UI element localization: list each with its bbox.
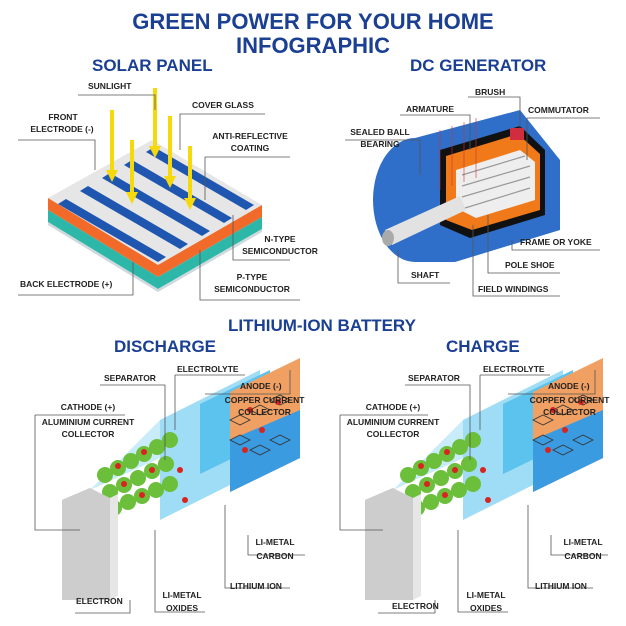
label-p-type-1: P-TYPE xyxy=(236,272,268,282)
charge-label-electrolyte: ELECTROLYTE xyxy=(483,364,545,374)
label-armature: ARMATURE xyxy=(406,104,455,114)
label-front-electrode-2: ELECTRODE (-) xyxy=(30,124,94,134)
label-sunlight: SUNLIGHT xyxy=(88,81,132,91)
main-title-line1: GREEN POWER FOR YOUR HOME xyxy=(132,9,494,34)
discharge-label-li-carbon-2: CARBON xyxy=(256,551,294,561)
discharge-label-li-carbon-1: LI-METAL xyxy=(255,537,295,547)
label-n-type-2: SEMICONDUCTOR xyxy=(242,246,318,256)
discharge-label-li-oxides-1: LI-METAL xyxy=(162,590,202,600)
discharge-label-copper-2: COLLECTOR xyxy=(238,407,291,417)
discharge-label-lithium-ion: LITHIUM ION xyxy=(230,581,282,591)
charge-label-copper-1: COPPER CURRENT xyxy=(529,395,610,405)
label-n-type-1: N-TYPE xyxy=(264,234,296,244)
discharge-label-electron: ELECTRON xyxy=(76,596,123,606)
discharge-label-aluminium-1: ALUMINIUM CURRENT xyxy=(41,417,135,427)
label-field-windings: FIELD WINDINGS xyxy=(478,284,549,294)
discharge-label-electrolyte: ELECTROLYTE xyxy=(177,364,239,374)
discharge-label-separator: SEPARATOR xyxy=(104,373,156,383)
charge-label-copper-2: COLLECTOR xyxy=(543,407,596,417)
charge-heading: CHARGE xyxy=(446,337,520,356)
charge-label-aluminium-1: ALUMINIUM CURRENT xyxy=(346,417,440,427)
charge-label-aluminium-2: COLLECTOR xyxy=(366,429,420,439)
label-frame-yoke: FRAME OR YOKE xyxy=(520,237,592,247)
charge-label-li-carbon-2: CARBON xyxy=(564,551,602,561)
battery-heading: LITHIUM-ION BATTERY xyxy=(228,316,416,335)
charge-label-anode: ANODE (-) xyxy=(548,381,590,391)
label-commutator: COMMUTATOR xyxy=(528,105,589,115)
dc-generator-heading: DC GENERATOR xyxy=(410,56,547,75)
discharge-heading: DISCHARGE xyxy=(114,337,217,356)
label-sealed-ball-2: BEARING xyxy=(360,139,400,149)
label-cover-glass: COVER GLASS xyxy=(192,100,254,110)
charge-label-li-carbon-1: LI-METAL xyxy=(563,537,603,547)
label-anti-reflective-1: ANTI-REFLECTIVE xyxy=(212,131,288,141)
discharge-label-copper-1: COPPER CURRENT xyxy=(224,395,305,405)
discharge-label-anode: ANODE (-) xyxy=(240,381,282,391)
label-brush: BRUSH xyxy=(475,87,506,97)
main-title-line2: INFOGRAPHIC xyxy=(236,33,390,58)
discharge-label-li-oxides-2: OXIDES xyxy=(165,603,199,613)
label-front-electrode-1: FRONT xyxy=(48,112,78,122)
label-anti-reflective-2: COATING xyxy=(230,143,270,153)
charge-label-separator: SEPARATOR xyxy=(408,373,460,383)
label-p-type-2: SEMICONDUCTOR xyxy=(214,284,290,294)
charge-label-lithium-ion: LITHIUM ION xyxy=(535,581,587,591)
label-sealed-ball-1: SEALED BALL xyxy=(350,127,410,137)
charge-label-electron: ELECTRON xyxy=(392,601,439,611)
label-back-electrode: BACK ELECTRODE (+) xyxy=(20,279,113,289)
discharge-label-cathode: CATHODE (+) xyxy=(60,402,116,412)
label-shaft: SHAFT xyxy=(411,270,440,280)
charge-label-li-oxides-2: OXIDES xyxy=(469,603,503,613)
label-pole-shoe: POLE SHOE xyxy=(505,260,555,270)
discharge-label-aluminium-2: COLLECTOR xyxy=(61,429,115,439)
charge-label-cathode: CATHODE (+) xyxy=(365,402,421,412)
charge-label-li-oxides-1: LI-METAL xyxy=(466,590,506,600)
solar-panel-heading: SOLAR PANEL xyxy=(92,56,213,75)
